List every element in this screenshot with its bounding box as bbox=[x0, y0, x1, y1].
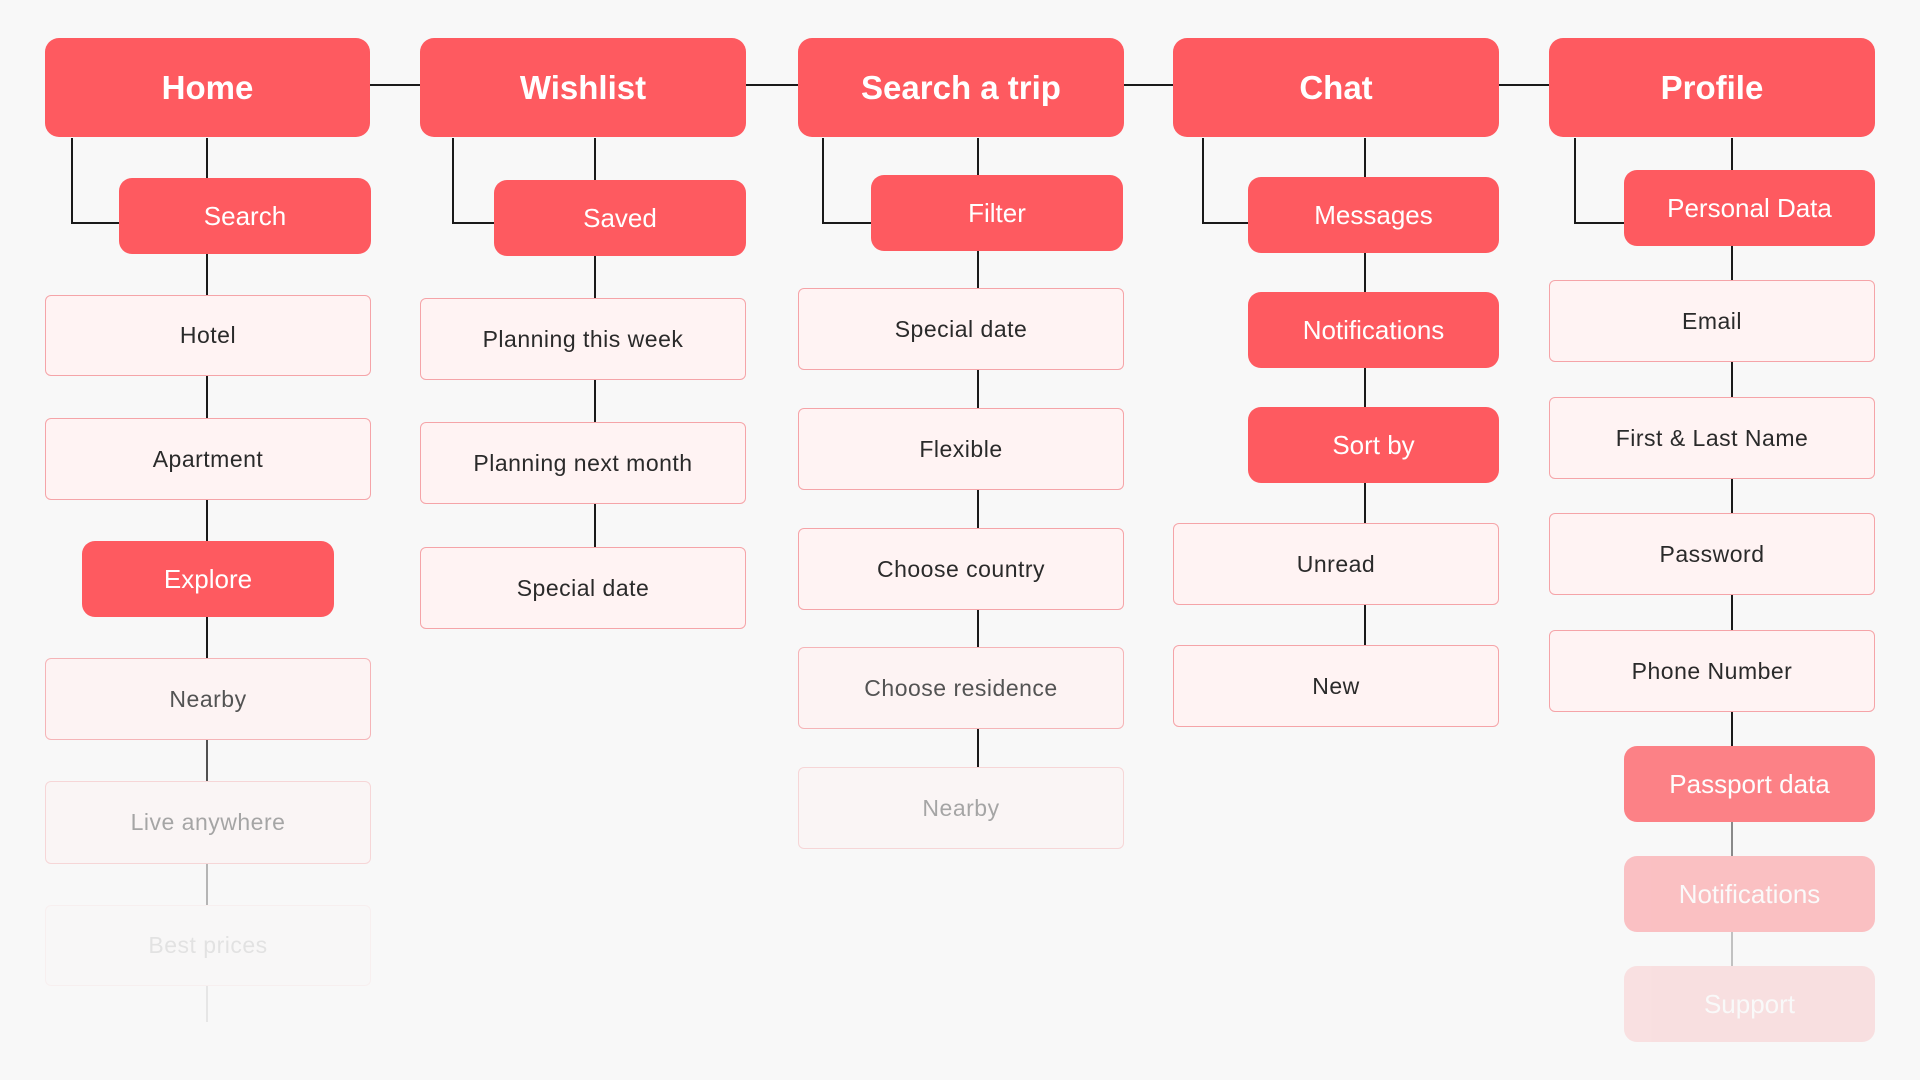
profile-personal-data-node[interactable]: Personal Data bbox=[1624, 170, 1875, 246]
chat-notifications-node[interactable]: Notifications bbox=[1248, 292, 1499, 368]
elbow-connector bbox=[1202, 138, 1248, 224]
chat-new-node[interactable]: New bbox=[1173, 645, 1499, 727]
home-live-anywhere-node[interactable]: Live anywhere bbox=[45, 781, 371, 864]
elbow-connector bbox=[1574, 138, 1624, 224]
wishlist-saved-node[interactable]: Saved bbox=[494, 180, 746, 256]
search-trip-filter-node[interactable]: Filter bbox=[871, 175, 1123, 251]
chat-unread-node[interactable]: Unread bbox=[1173, 523, 1499, 605]
search-trip-header[interactable]: Search a trip bbox=[798, 38, 1124, 137]
profile-phone-node[interactable]: Phone Number bbox=[1549, 630, 1875, 712]
wishlist-header[interactable]: Wishlist bbox=[420, 38, 746, 137]
elbow-connector bbox=[822, 138, 871, 224]
search-trip-nearby-node[interactable]: Nearby bbox=[798, 767, 1124, 849]
chat-header[interactable]: Chat bbox=[1173, 38, 1499, 137]
home-search-node[interactable]: Search bbox=[119, 178, 371, 254]
profile-support-node[interactable]: Support bbox=[1624, 966, 1875, 1042]
profile-password-node[interactable]: Password bbox=[1549, 513, 1875, 595]
wishlist-planning-month-node[interactable]: Planning next month bbox=[420, 422, 746, 504]
home-nearby-node[interactable]: Nearby bbox=[45, 658, 371, 740]
search-trip-choose-residence-node[interactable]: Choose residence bbox=[798, 647, 1124, 729]
profile-passport-node[interactable]: Passport data bbox=[1624, 746, 1875, 822]
profile-header[interactable]: Profile bbox=[1549, 38, 1875, 137]
profile-notifications-node[interactable]: Notifications bbox=[1624, 856, 1875, 932]
home-header[interactable]: Home bbox=[45, 38, 370, 137]
wishlist-special-date-node[interactable]: Special date bbox=[420, 547, 746, 629]
home-explore-node[interactable]: Explore bbox=[82, 541, 334, 617]
profile-name-node[interactable]: First & Last Name bbox=[1549, 397, 1875, 479]
search-trip-flexible-node[interactable]: Flexible bbox=[798, 408, 1124, 490]
home-hotel-node[interactable]: Hotel bbox=[45, 295, 371, 376]
elbow-connector bbox=[452, 138, 494, 224]
wishlist-planning-week-node[interactable]: Planning this week bbox=[420, 298, 746, 380]
search-trip-choose-country-node[interactable]: Choose country bbox=[798, 528, 1124, 610]
elbow-connector bbox=[71, 138, 119, 224]
home-apartment-node[interactable]: Apartment bbox=[45, 418, 371, 500]
home-best-prices-node[interactable]: Best prices bbox=[45, 905, 371, 986]
search-trip-special-date-node[interactable]: Special date bbox=[798, 288, 1124, 370]
chat-sort-by-node[interactable]: Sort by bbox=[1248, 407, 1499, 483]
profile-email-node[interactable]: Email bbox=[1549, 280, 1875, 362]
chat-messages-node[interactable]: Messages bbox=[1248, 177, 1499, 253]
